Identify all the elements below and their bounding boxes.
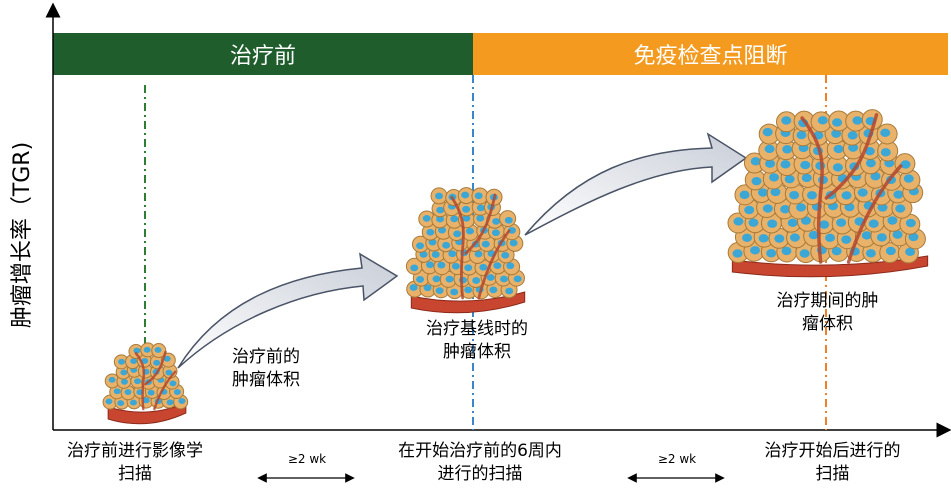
checkpoint-blockade-phase-bar: 免疫检查点阻断 [473, 33, 948, 75]
baseline-scan-label: 在开始治疗前的6周内 进行的扫描 [398, 441, 562, 484]
interval-label-2: ≥2 wk [657, 452, 697, 466]
during-treatment-tumor-label: 治疗期间的肿 瘤体积 [776, 291, 879, 334]
during-treatment-tumor [727, 109, 929, 278]
growth-arrow-2 [524, 132, 748, 236]
pretreatment-tumor-label: 治疗前的 肿瘤体积 [232, 347, 300, 390]
pretreatment-phase-bar: 治疗前 [53, 33, 473, 75]
pretreatment-scan-label: 治疗前进行影像学 扫描 [67, 441, 203, 484]
post-scan-label: 治疗开始后进行的 扫描 [764, 441, 901, 484]
baseline-tumor-label: 治疗基线时的 肿瘤体积 [426, 319, 528, 362]
baseline-tumor [405, 187, 526, 314]
pretreatment-tumor [102, 342, 189, 425]
checkpoint-blockade-phase-label: 免疫检查点阻断 [633, 44, 788, 69]
y-axis-label: 肿瘤增长率（TGR) [10, 141, 35, 329]
interval-label-1: ≥2 wk [287, 452, 327, 466]
pretreatment-phase-label: 治疗前 [229, 44, 296, 69]
growth-arrow-1 [177, 252, 399, 369]
